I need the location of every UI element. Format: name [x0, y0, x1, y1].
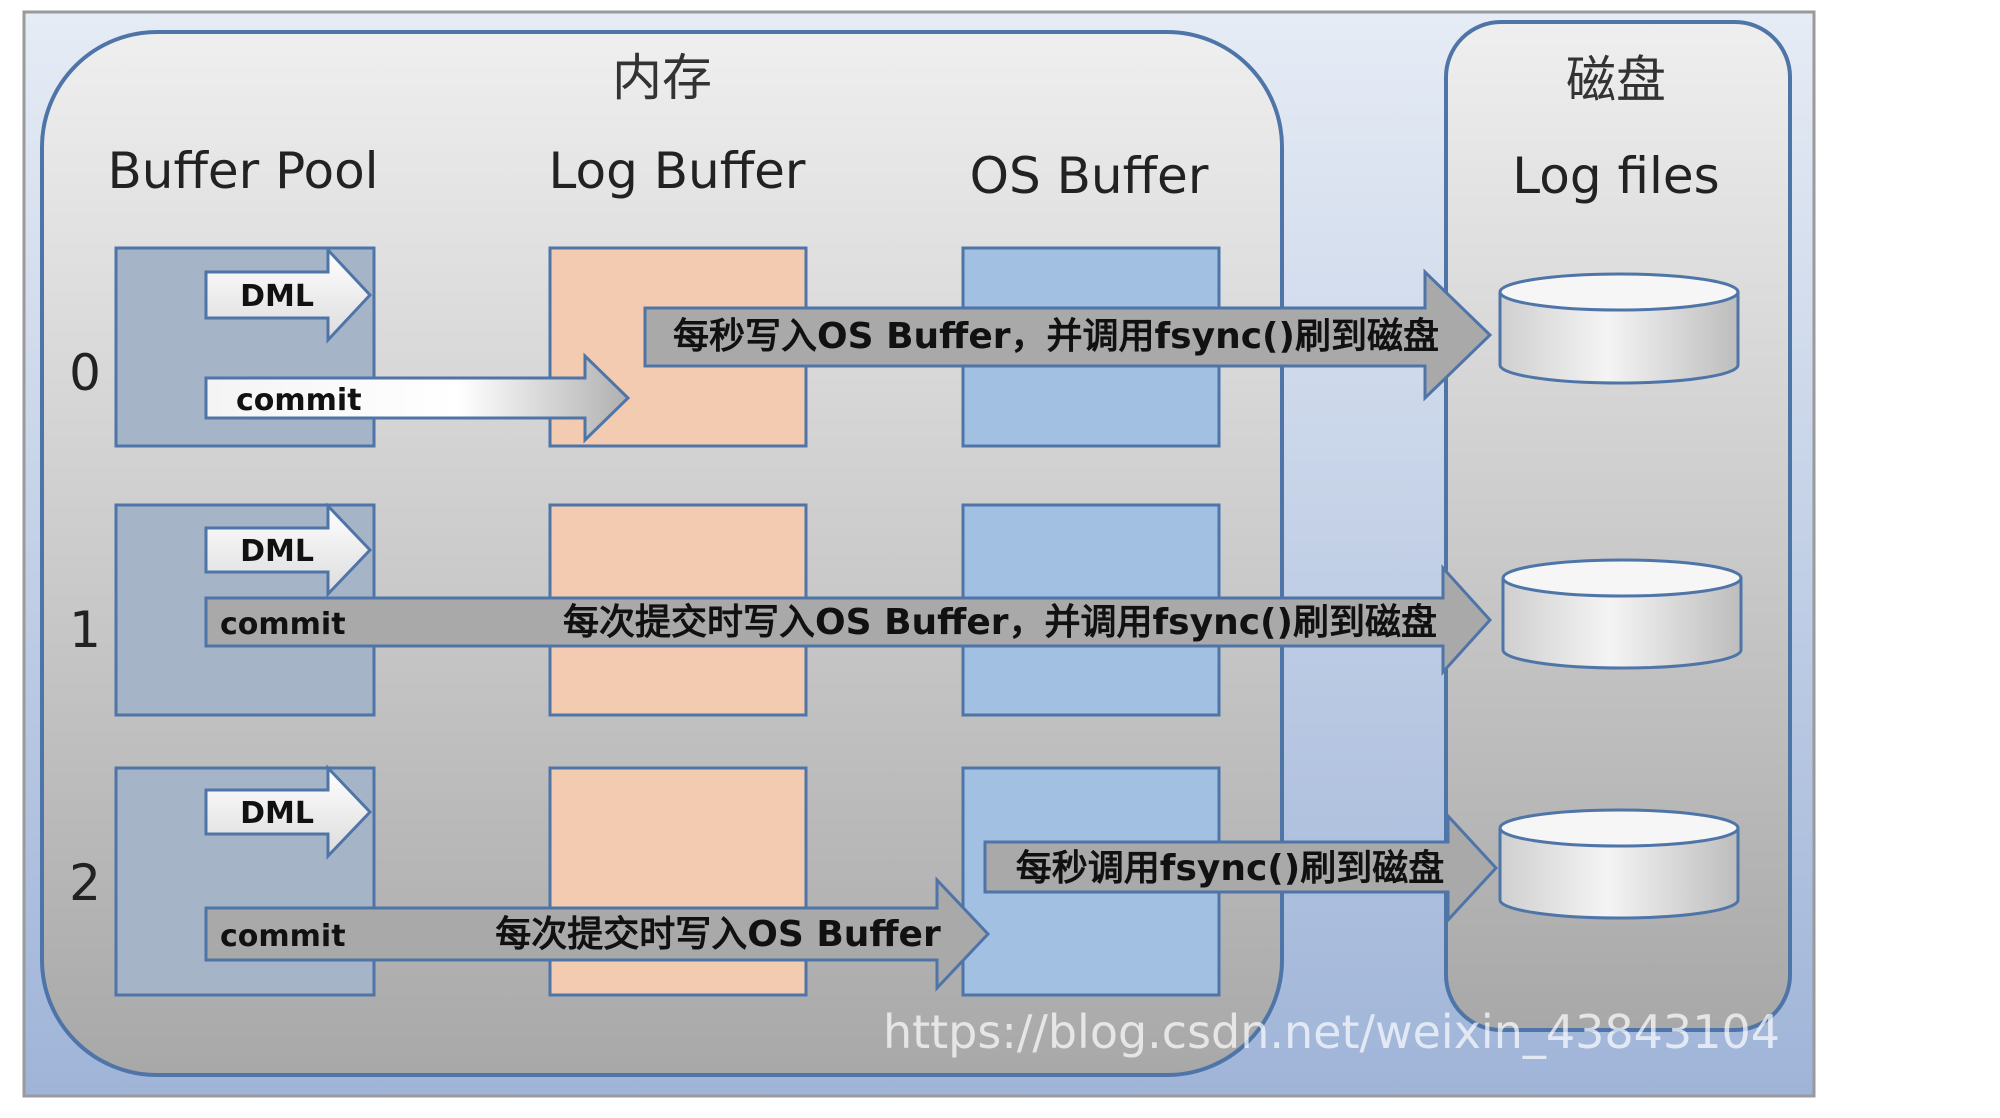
row-2-commit-text: 每次提交时写入OS Buffer — [495, 913, 941, 955]
row-0-log-file-cylinder — [1498, 272, 1740, 385]
row-0: 0 DML commit 每秒写入OS Buffer，并调用fsync()刷到磁… — [69, 246, 1740, 448]
row-2-dml-arrow — [204, 764, 373, 860]
row-0-flush-text: 每秒写入OS Buffer，并调用fsync()刷到磁盘 — [673, 315, 1439, 357]
row-1-flush-text: 每次提交时写入OS Buffer，并调用fsync()刷到磁盘 — [563, 601, 1437, 643]
row-0-flush-arrow — [643, 268, 1493, 402]
buffer-pool-header: Buffer Pool — [107, 142, 378, 200]
row-1-log-file-cylinder — [1501, 558, 1743, 670]
row-2-flush-text: 每秒调用fsync()刷到磁盘 — [1016, 847, 1444, 889]
row-0-commit-arrow — [204, 352, 631, 444]
disk-title: 磁盘 — [1566, 51, 1666, 109]
row-1-label: 1 — [69, 601, 101, 659]
disk-panel — [1444, 20, 1792, 1032]
row-1-commit-label: commit — [220, 607, 346, 642]
row-2-label: 2 — [69, 854, 101, 912]
log-files-header: Log files — [1512, 147, 1719, 205]
row-1: 1 DML commit 每次提交时写入OS Buffer，并调用fsync()… — [69, 502, 1743, 717]
os-buffer-header: OS Buffer — [970, 147, 1209, 205]
row-0-commit-label: commit — [236, 383, 362, 418]
row-0-dml-arrow — [204, 246, 373, 344]
row-1-dml-label: DML — [240, 534, 314, 569]
row-2-commit-arrow — [204, 876, 991, 992]
memory-title: 内存 — [612, 49, 712, 107]
row-2-commit-label: commit — [220, 919, 346, 954]
log-buffer-header: Log Buffer — [549, 142, 806, 200]
row-1-dml-arrow — [204, 502, 373, 598]
row-2-log-file-cylinder — [1498, 808, 1740, 920]
watermark: https://blog.csdn.net/weixin_43843104 — [883, 1005, 1780, 1059]
row-2-flush-arrow — [983, 812, 1499, 924]
row-1-commit-flush-arrow — [204, 564, 1493, 676]
row-0-dml-label: DML — [240, 279, 314, 314]
row-2: 2 DML commit 每次提交时写入OS Buffer 每秒调用fsync(… — [69, 764, 1740, 997]
row-0-label: 0 — [69, 344, 101, 402]
row-2-dml-label: DML — [240, 796, 314, 831]
